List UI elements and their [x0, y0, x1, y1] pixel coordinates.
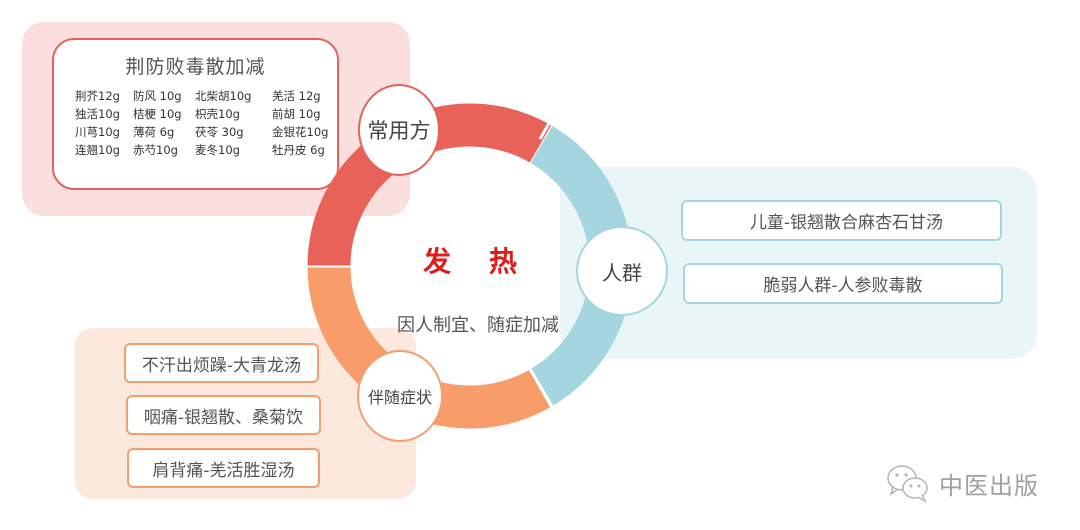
herb-item: 荆芥12g — [75, 89, 120, 103]
herb-item: 前胡 10g — [272, 107, 321, 121]
watermark-text: 中医出版 — [939, 471, 1039, 500]
herb-item: 防风 10g — [133, 89, 182, 103]
formula-card: 荆防败毒散加减 荆芥12g 防风 10g 北柴胡10g 羌活 12g 独活10g… — [52, 38, 339, 190]
center-title: 发 热 — [423, 245, 531, 278]
herb-item: 桔梗 10g — [133, 107, 182, 121]
herb-item: 羌活 12g — [272, 89, 321, 103]
population-item-children: 儿童-银翘散合麻杏石甘汤 — [681, 200, 1002, 241]
herb-item: 薄荷 6g — [133, 125, 175, 139]
herb-item: 麦冬10g — [195, 143, 240, 157]
herb-list: 荆芥12g 防风 10g 北柴胡10g 羌活 12g 独活10g 桔梗 10g … — [75, 88, 337, 159]
herb-item: 牡丹皮 6g — [272, 143, 325, 157]
formula-title: 荆防败毒散加减 — [125, 56, 266, 78]
herb-item: 赤芍10g — [133, 143, 178, 157]
symptom-item-no-sweat: 不汗出烦躁-大青龙汤 — [124, 343, 319, 383]
herb-item: 川芎10g — [75, 125, 120, 139]
symptom-item-sore-throat: 咽痛-银翘散、桑菊饮 — [126, 395, 321, 435]
population-node: 人群 — [576, 226, 668, 316]
herb-item: 连翘10g — [75, 143, 120, 157]
symptom-item-back-pain: 肩背痛-羌活胜湿汤 — [127, 448, 320, 488]
symptoms-node: 伴随症状 — [357, 350, 443, 442]
herb-item: 枳壳10g — [195, 107, 240, 121]
herb-item: 独活10g — [75, 107, 120, 121]
common-formula-node: 常用方 — [358, 84, 440, 176]
watermark: 中医出版 — [885, 463, 1039, 503]
population-item-vulnerable: 脆弱人群-人参败毒散 — [683, 263, 1003, 304]
herb-item: 北柴胡10g — [195, 89, 252, 103]
herb-item: 金银花10g — [272, 125, 329, 139]
herb-item: 茯苓 30g — [195, 125, 244, 139]
center-subtitle: 因人制宜、随症加减 — [397, 315, 559, 336]
wechat-icon — [887, 465, 928, 503]
